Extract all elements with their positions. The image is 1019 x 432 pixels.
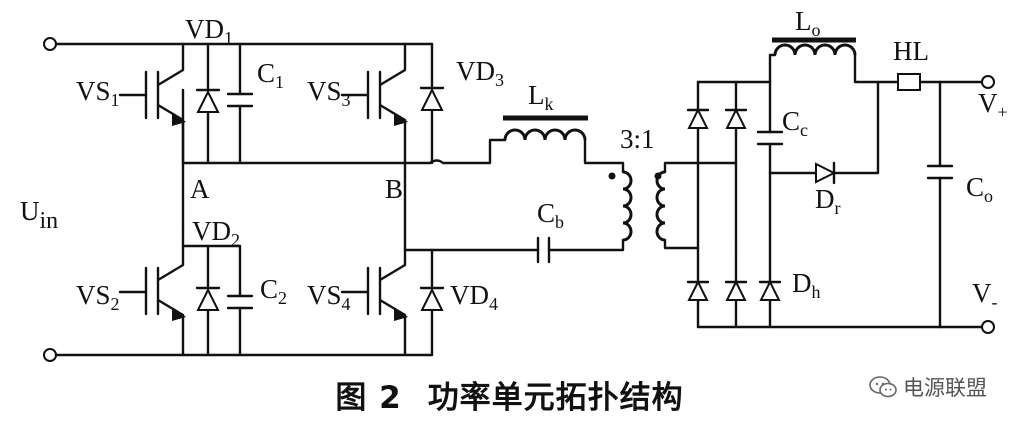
label-node-b: B xyxy=(385,174,403,204)
node-b-vertical xyxy=(403,161,434,252)
label-vd1: VD1 xyxy=(185,14,233,48)
capacitor-cc xyxy=(756,80,784,175)
output-terminal-negative xyxy=(981,320,995,334)
label-vs1: VS1 xyxy=(76,76,120,110)
label-cc: Cc xyxy=(782,106,808,140)
watermark-text: 电源联盟 xyxy=(903,376,987,400)
rectifier-diode-1 xyxy=(686,80,710,250)
label-vd3: VD3 xyxy=(456,56,504,90)
diode-dh xyxy=(758,171,782,329)
label-c2: C2 xyxy=(260,274,287,308)
hall-sensor-hl xyxy=(897,73,921,91)
lo-left-wire xyxy=(768,53,777,84)
figure-title: 功率单元拓扑结构 xyxy=(427,380,684,416)
diode-vd2 xyxy=(195,244,221,357)
inductor-lk xyxy=(503,115,588,141)
diode-vd4 xyxy=(419,248,445,357)
igbt-vs3 xyxy=(340,42,408,165)
label-cb: Cb xyxy=(537,198,564,232)
transformer xyxy=(608,170,666,242)
capacitor-c1 xyxy=(226,42,254,165)
label-co: Co xyxy=(966,172,993,206)
label-hl: HL xyxy=(893,36,929,66)
diode-dr xyxy=(768,80,880,185)
wechat-icon xyxy=(869,376,897,398)
capacitor-c2 xyxy=(226,244,254,357)
label-vd4: VD4 xyxy=(450,280,498,314)
diode-vd1 xyxy=(195,42,221,165)
label-lk: Lk xyxy=(528,80,554,114)
label-node-a: A xyxy=(190,174,210,204)
input-terminal-bottom xyxy=(43,348,57,362)
label-vd2: VD2 xyxy=(192,216,240,250)
inductor-lo xyxy=(772,37,857,56)
label-vminus: V- xyxy=(972,278,998,312)
label-dh: Dh xyxy=(792,268,821,302)
lk-to-transformer xyxy=(583,138,625,174)
igbt-vs1 xyxy=(118,42,186,165)
diode-vd3 xyxy=(419,42,445,165)
label-c1: C1 xyxy=(257,58,284,92)
label-vs3: VS3 xyxy=(307,76,351,110)
rectifier-diode-2 xyxy=(724,80,748,250)
capacitor-co xyxy=(926,80,954,329)
secondary-bottom-wire xyxy=(663,238,700,250)
output-terminal-positive xyxy=(981,75,995,89)
figure-number: 图 2 xyxy=(335,380,402,416)
circuit-diagram: VD1 C1 VS1 VS3 VD3 Lk Lo HL V+ Uin A B 3… xyxy=(20,6,1008,362)
label-vs4: VS4 xyxy=(307,280,351,314)
capacitor-cb xyxy=(536,236,551,264)
label-turns-ratio: 3:1 xyxy=(620,124,655,154)
label-dr: Dr xyxy=(815,184,841,218)
igbt-vs4 xyxy=(340,248,408,357)
input-terminal-top xyxy=(43,37,57,51)
label-vplus: V+ xyxy=(978,88,1008,122)
label-uin: Uin xyxy=(20,196,58,234)
label-vs2: VS2 xyxy=(76,280,120,314)
node-a-to-lk xyxy=(428,138,507,165)
rectifier-diode-4 xyxy=(724,246,748,329)
igbt-vs2 xyxy=(118,223,186,357)
lo-to-hl-wire xyxy=(853,53,900,84)
rectifier-diode-3 xyxy=(686,246,710,329)
figure-caption: 图 2 功率单元拓扑结构 xyxy=(0,372,1019,417)
secondary-top-wire xyxy=(663,161,738,174)
label-lo: Lo xyxy=(795,6,821,40)
cb-to-transformer xyxy=(547,238,625,252)
watermark: 电源联盟 xyxy=(869,372,987,402)
